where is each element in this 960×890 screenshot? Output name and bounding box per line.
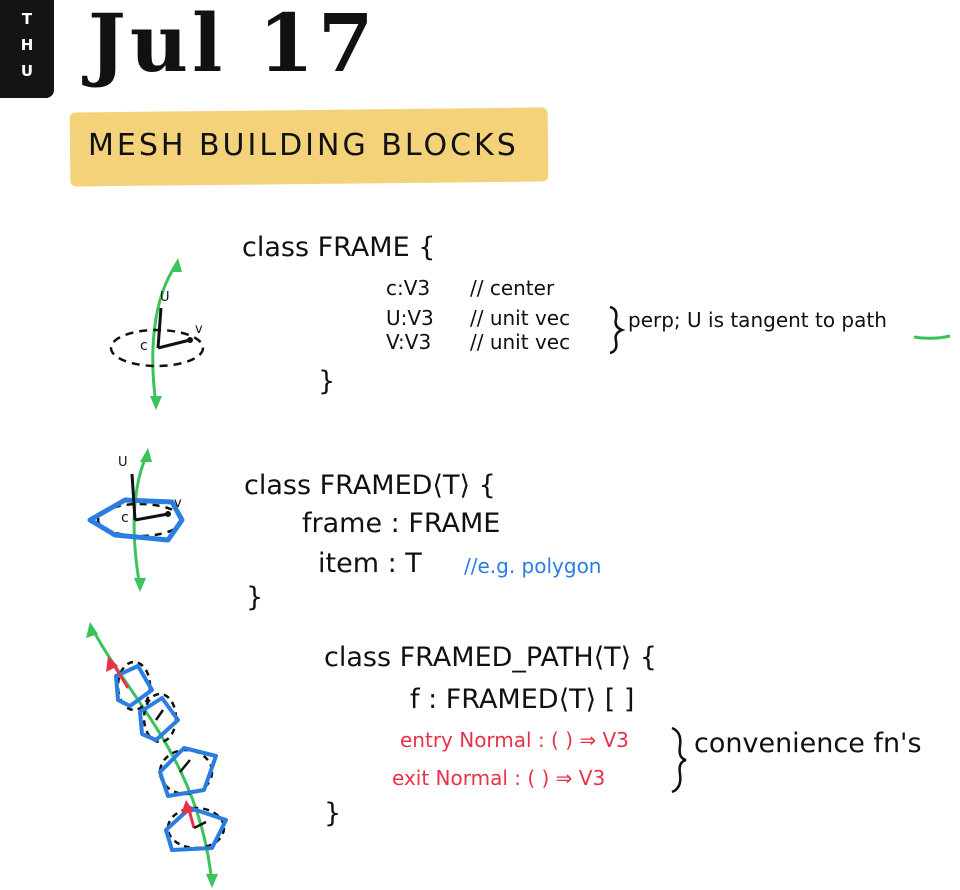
- framed-path-entry-normal: entry Normal : ( ) ⇒ V3: [400, 728, 629, 752]
- day-letter-u: U: [20, 62, 34, 80]
- framed-path-field-f: f : FRAMED⟨T⟩ [ ]: [410, 684, 635, 715]
- framed-class-close: }: [246, 582, 264, 613]
- framed-path-note: convenience fn's: [694, 728, 922, 759]
- frame-diagram-v-label: v: [195, 322, 203, 337]
- framed-item-comment: //e.g. polygon: [464, 554, 602, 578]
- framed-class-open: class FRAMED⟨T⟩ {: [244, 470, 496, 501]
- page-title: MESH BUILDING BLOCKS: [88, 128, 519, 163]
- frame-brace: [609, 305, 626, 355]
- path-underline: [913, 334, 951, 340]
- framed-diagram-u-label: U: [118, 455, 128, 470]
- framed-path-class-open: class FRAMED_PATH⟨T⟩ {: [324, 642, 657, 673]
- frame-note: perp; U is tangent to path: [628, 308, 887, 332]
- framed-path-class-close: }: [324, 798, 342, 829]
- framed-path-exit-normal: exit Normal : ( ) ⇒ V3: [392, 766, 606, 790]
- framed-field-frame: frame : FRAME: [302, 508, 501, 539]
- frame-field-v: V:V3: [386, 330, 432, 354]
- frame-field-u: U:V3: [386, 306, 434, 330]
- framed-field-item: item : T: [318, 548, 422, 579]
- frame-field-c: c:V3: [386, 276, 431, 300]
- framed-path-brace: [671, 726, 687, 794]
- frame-field-c-comment: // center: [470, 276, 555, 300]
- frame-diagram-u-label: U: [160, 290, 170, 305]
- frame-diagram-c-label: c: [140, 338, 148, 354]
- frame-class-open: class FRAME {: [242, 232, 436, 263]
- day-letter-t: T: [21, 10, 33, 28]
- day-tab: T H U: [0, 0, 54, 98]
- day-letter-h: H: [20, 36, 34, 54]
- framed-diagram-c-label: c: [121, 510, 129, 526]
- frame-field-u-comment: // unit vec: [470, 306, 571, 330]
- framed-diagram-v-label: v: [174, 496, 182, 511]
- frame-class-close: }: [318, 366, 336, 397]
- frame-field-v-comment: // unit vec: [470, 330, 571, 354]
- page-date: Jul 17: [88, 0, 378, 90]
